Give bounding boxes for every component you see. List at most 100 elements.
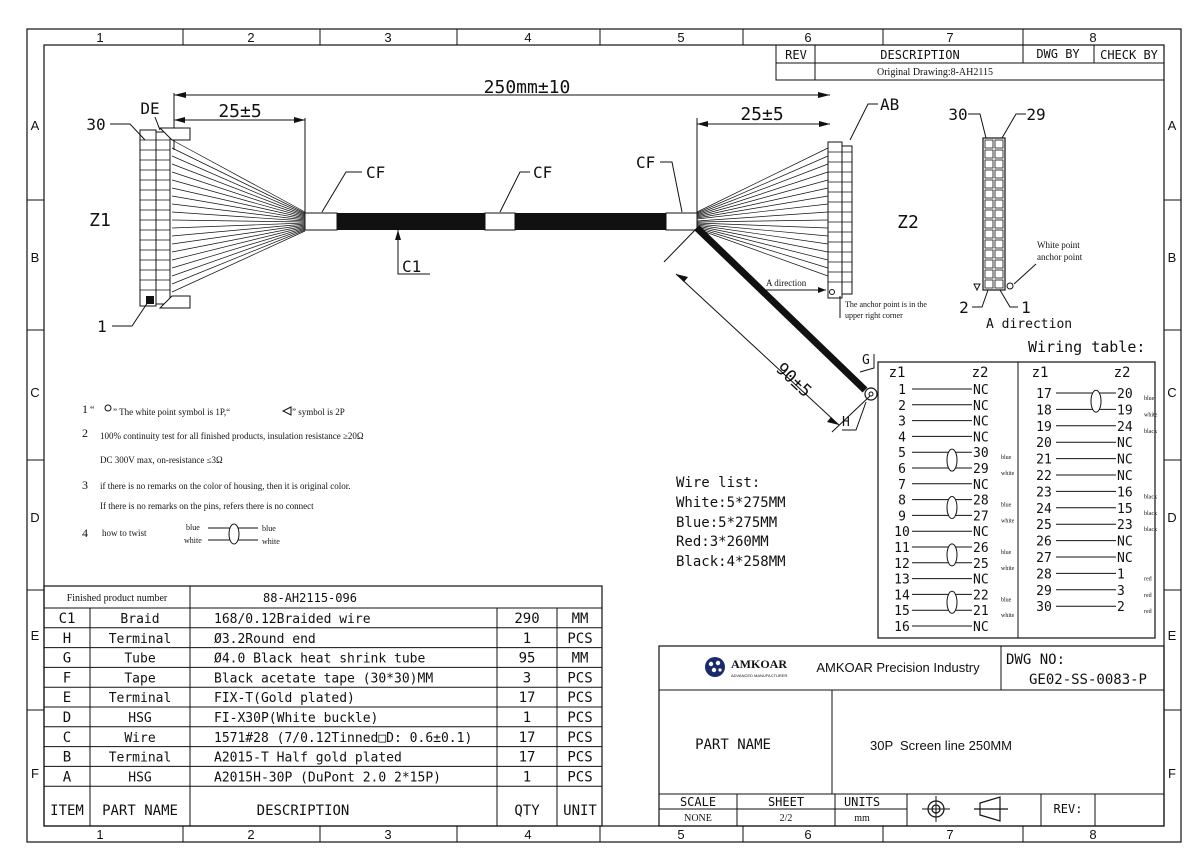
col-label: 7 [946, 30, 953, 45]
bom-header-unit: UNIT [563, 803, 597, 819]
triangle-symbol-icon [281, 406, 292, 416]
bom-item: H [63, 631, 71, 647]
bom-description: Ø3.2Round end [214, 632, 316, 647]
wiring-z2-pin: 27 [973, 509, 989, 524]
bom-qty: 3 [523, 670, 531, 686]
finished-label: Finished product number [67, 593, 168, 604]
bom-header-desc: DESCRIPTION [257, 803, 350, 819]
wire-list-item: White:5*275MM [676, 495, 786, 511]
wire-list-item: Blue:5*275MM [676, 515, 777, 531]
wiring-z1-pin: 1 [898, 383, 906, 398]
wiring-color: red [1144, 593, 1152, 599]
col-label: 2 [247, 827, 254, 842]
g-label: G [862, 353, 870, 368]
white-point-symbol-icon [104, 404, 112, 412]
wiring-z1-pin: 11 [894, 541, 910, 556]
wiring-z1-pin: 30 [1036, 600, 1052, 615]
bom-description: 168/0.12Braided wire [214, 612, 371, 627]
note1-text: ” The white point symbol is 1P,“ [113, 407, 230, 417]
twist-symbol-icon [946, 543, 958, 567]
row-label: E [31, 628, 40, 643]
wiring-z1-pin: 22 [1036, 469, 1052, 484]
description-header: DESCRIPTION [880, 48, 959, 62]
wire-list-item: Black:4*258MM [676, 554, 786, 570]
bom-qty: 17 [519, 750, 536, 766]
wiring-z2-pin: 26 [973, 541, 989, 556]
bom-header-qty: QTY [514, 803, 540, 819]
pin-cell [994, 269, 1004, 279]
wiring-z2-pin: 23 [1117, 518, 1133, 533]
col-label: 8 [1089, 30, 1096, 45]
wiring-z1-pin: 14 [894, 588, 910, 603]
wiring-z1-pin: 28 [1036, 567, 1052, 582]
wiring-z2-pin: NC [973, 383, 989, 398]
wiring-z2-pin: NC [1117, 535, 1133, 550]
wiring-z2-pin: 20 [1117, 387, 1133, 402]
part-name-label: PART NAME [695, 737, 771, 753]
bom-description: 1571#28 (7/0.12Tinned□D: 0.6±0.1) [214, 731, 472, 746]
pin-cell [994, 149, 1004, 159]
a-direction-label: A direction [986, 317, 1072, 332]
amkoar-logo: AMKOAR ADVANCED MANUFACTURER [705, 657, 787, 678]
c1-label: C1 [402, 257, 421, 276]
wiring-z2-pin: 28 [973, 494, 989, 509]
pin-cell [984, 149, 994, 159]
note3-line1: if there is no remarks on the color of h… [100, 481, 350, 491]
pin-cell [984, 239, 994, 249]
wiring-z2-pin: 15 [1117, 502, 1133, 517]
twist-symbol-icon [946, 590, 958, 614]
note1-open-quote: “ [90, 405, 95, 416]
check-by-header: CHECK BY [1100, 48, 1159, 62]
wiring-color: white [1001, 518, 1015, 524]
col-label: 3 [384, 827, 391, 842]
cf-label: CF [366, 163, 385, 182]
bom-item: E [63, 690, 71, 706]
pin-cell [984, 219, 994, 229]
bom-part-name: Terminal [109, 632, 172, 647]
pin-cell [984, 169, 994, 179]
left-wire-fan [171, 139, 306, 293]
company-name: AMKOAR Precision Industry [816, 660, 980, 675]
pin-cell [994, 189, 1004, 199]
bom-description: FIX-T(Gold plated) [214, 691, 355, 706]
bom-qty: 1 [523, 710, 531, 726]
original-drawing: Original Drawing:8-AH2115 [877, 67, 993, 78]
bom-part-name: Tape [124, 671, 155, 686]
note4-num: 4 [82, 526, 88, 540]
units-value: mm [854, 813, 870, 824]
bom-unit: PCS [567, 631, 592, 647]
wiring-z1-pin: 26 [1036, 535, 1052, 550]
logo-text: AMKOAR [731, 657, 787, 671]
pin-cell [994, 179, 1004, 189]
connector-end-view: 30 29 2 1 White point anchor point A dir… [948, 105, 1082, 332]
col-label: 1 [96, 827, 103, 842]
note2-line2: DC 300V max, on-resistance ≤3Ω [100, 455, 223, 465]
wire-list: Wire list: White:5*275MM Blue:5*275MM Re… [676, 475, 786, 570]
bom-item: C [63, 730, 71, 746]
twist-symbol-icon [228, 523, 240, 545]
wiring-z1-pin: 5 [898, 446, 906, 461]
bom-item: B [63, 750, 71, 766]
bom-unit: PCS [567, 769, 592, 785]
wiring-color: blue [1001, 503, 1012, 509]
wiring-z2-pin: NC [973, 430, 989, 445]
bom-description: A2015-T Half gold plated [214, 751, 402, 766]
wiring-color: black [1144, 511, 1157, 517]
bom-description: Black acetate tape (30*30)MM [214, 671, 433, 686]
wiring-z1-pin: 21 [1036, 453, 1052, 468]
wiring-color: blue [1001, 455, 1012, 461]
pin-cell [994, 159, 1004, 169]
pin-cell [994, 199, 1004, 209]
col-label: 5 [677, 827, 684, 842]
pin-cell [984, 259, 994, 269]
right-strip-dim: 25±5 [740, 104, 783, 125]
wiring-z2-pin: NC [973, 525, 989, 540]
wiring-z1-pin: 3 [898, 415, 906, 430]
wiring-z2-pin: 16 [1117, 485, 1133, 500]
wiring-z1-pin: 6 [898, 462, 906, 477]
sheet-value: 2/2 [780, 813, 793, 824]
wiring-z1-pin: 27 [1036, 551, 1052, 566]
bom-part-name: Terminal [109, 691, 172, 706]
note1-text-end: ” symbol is 2P [292, 407, 345, 417]
pin-cell [984, 189, 994, 199]
